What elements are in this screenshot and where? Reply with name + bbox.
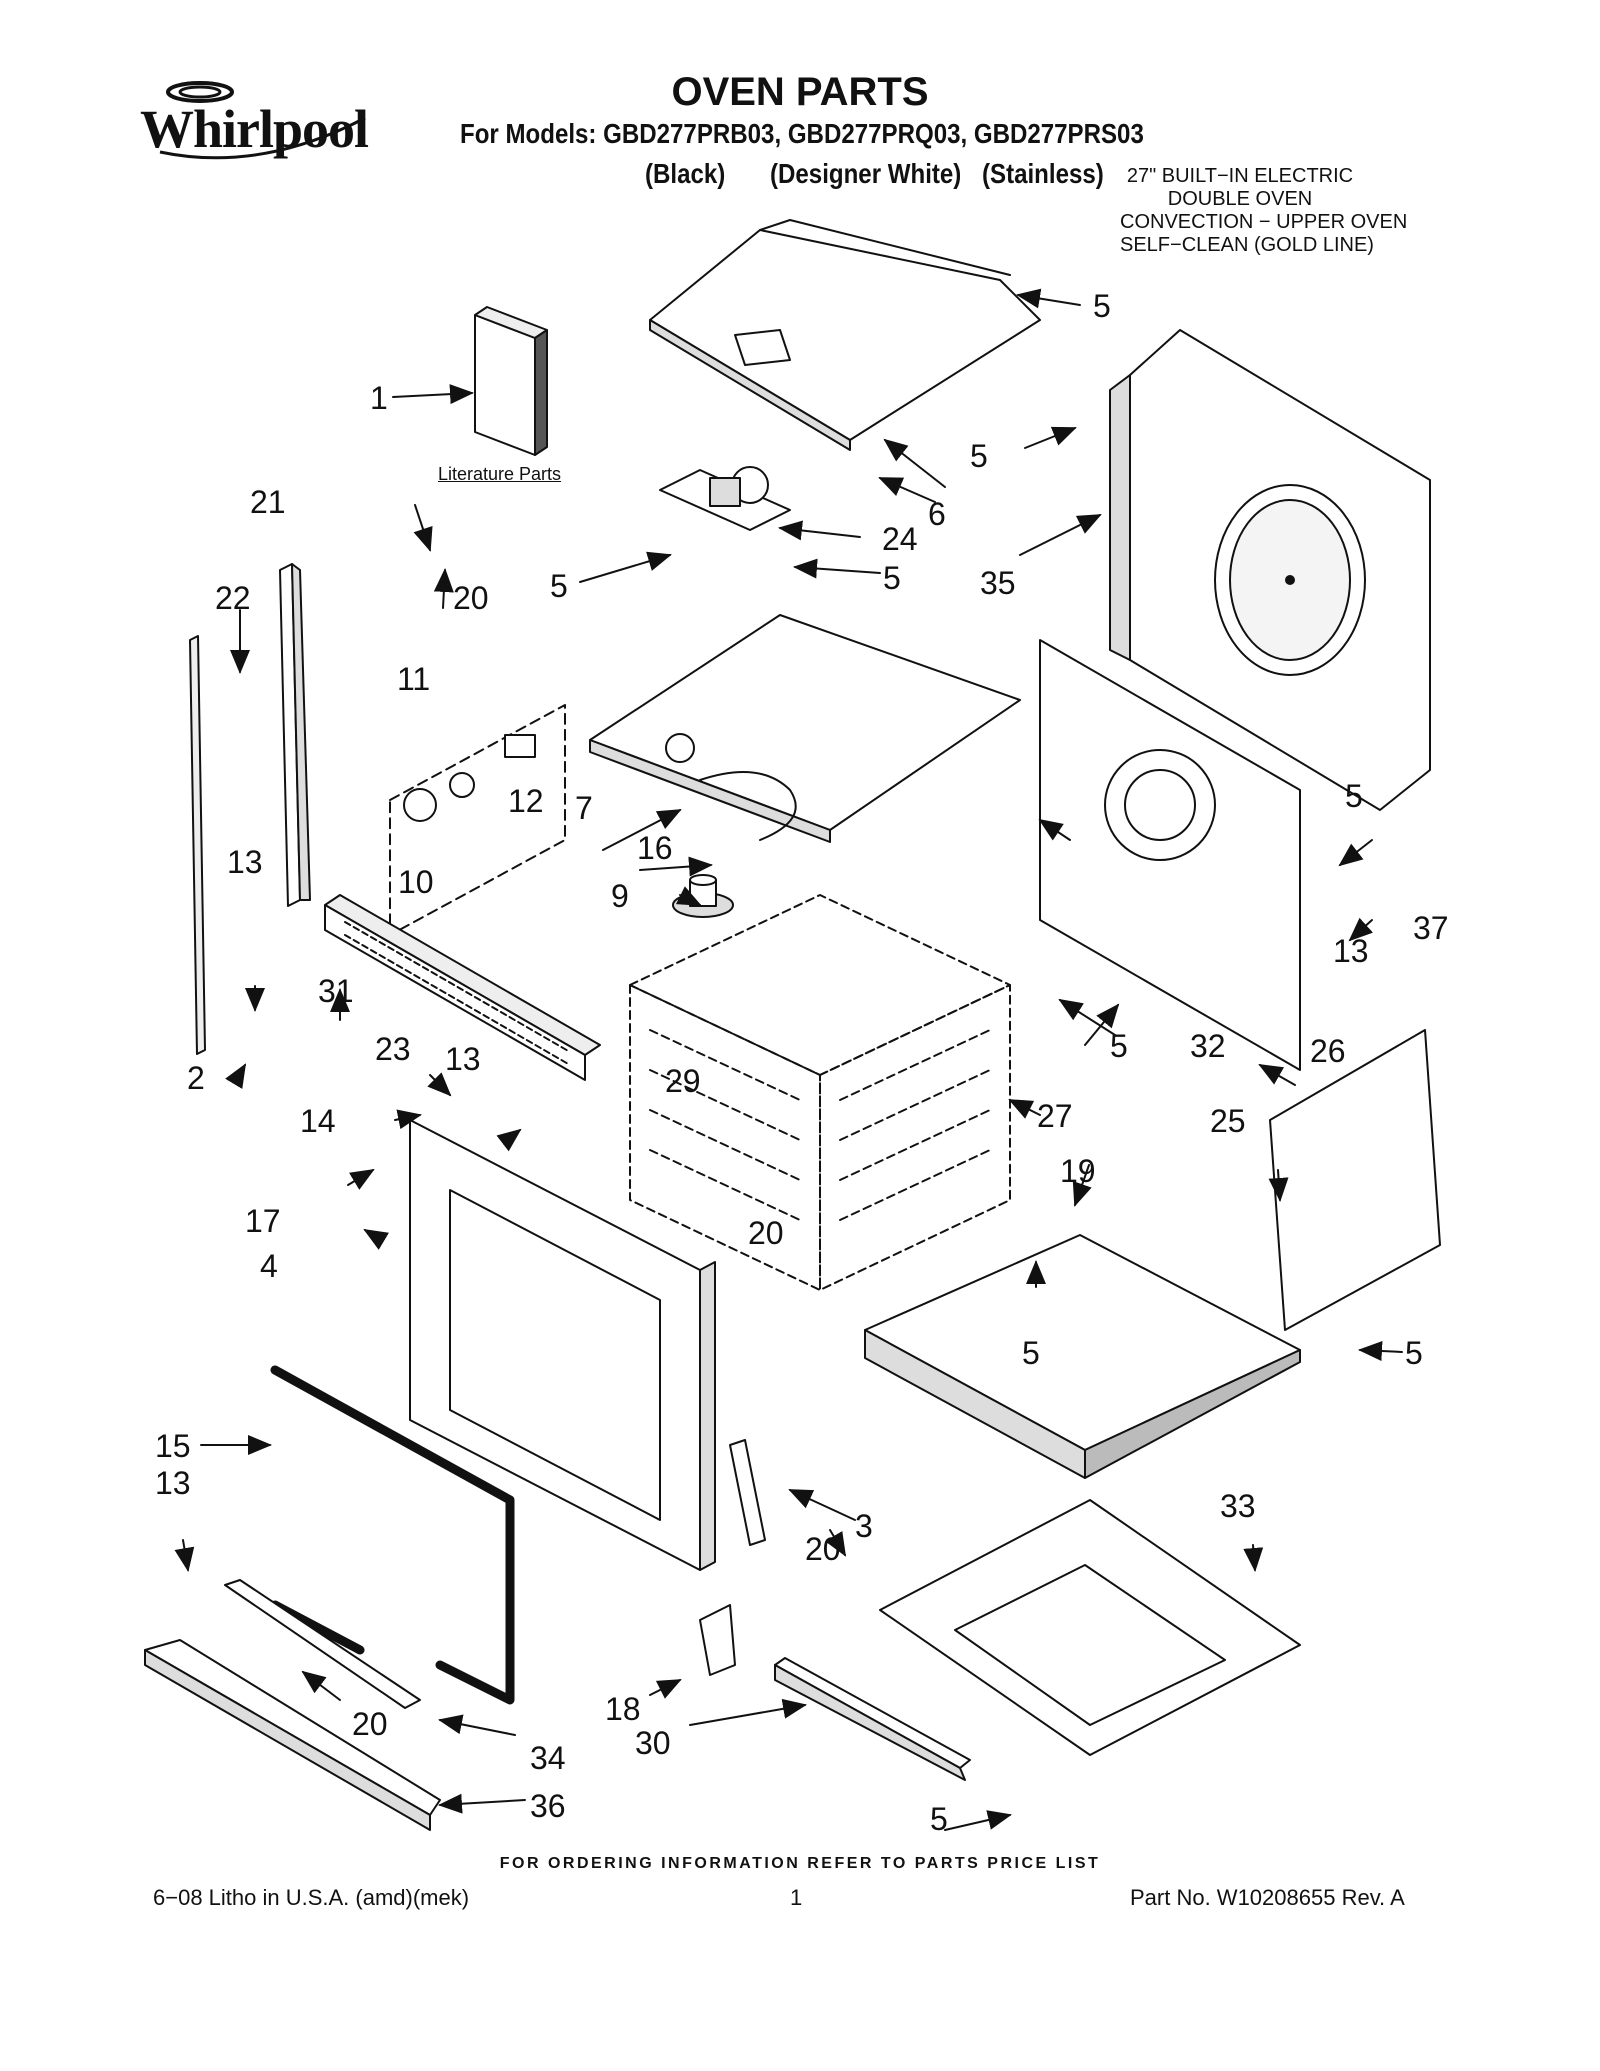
callout-3: 3 [855, 1508, 873, 1544]
variant-designer-white: (Designer White) [770, 158, 962, 189]
callout-13: 13 [227, 844, 263, 880]
variant-black: (Black) [645, 158, 726, 189]
brand-name: Whirlpool [140, 99, 369, 159]
callout-5: 5 [1345, 778, 1363, 814]
callout-5: 5 [883, 560, 901, 596]
callout-5: 5 [1405, 1335, 1423, 1371]
callout-5: 5 [1093, 288, 1111, 324]
description-line: SELF−CLEAN (GOLD LINE) [1120, 234, 1374, 256]
callout-23: 23 [375, 1031, 411, 1067]
callout-17: 17 [245, 1203, 281, 1239]
callout-37: 37 [1413, 910, 1449, 946]
hinge-brackets [699, 1439, 766, 1676]
callout-33: 33 [1220, 1488, 1256, 1524]
variant-stainless: (Stainless) [982, 158, 1104, 189]
callout-34: 34 [530, 1740, 566, 1776]
literature-booklet [474, 306, 548, 456]
callout-13: 13 [445, 1041, 481, 1077]
callout-20: 20 [748, 1215, 784, 1251]
callout-30: 30 [635, 1725, 671, 1761]
callout-5: 5 [970, 438, 988, 474]
literature-parts-label: Literature Parts [438, 464, 562, 484]
callout-2: 2 [187, 1060, 205, 1096]
logo-swirl-icon [159, 81, 366, 160]
callout-13: 13 [1333, 933, 1369, 969]
callout-32: 32 [1190, 1028, 1226, 1064]
side-panel-right [1039, 639, 1301, 1071]
callout-31: 31 [318, 973, 354, 1009]
callout-24: 24 [882, 521, 918, 557]
callout-6: 6 [928, 496, 946, 532]
callout-20: 20 [805, 1531, 841, 1567]
callout-10: 10 [398, 864, 434, 900]
callout-1: 1 [370, 380, 388, 416]
callout-18: 18 [605, 1691, 641, 1727]
cavity-top [589, 614, 1021, 843]
side-panel-back [1269, 1029, 1441, 1331]
callout-36: 36 [530, 1788, 566, 1824]
models-line: For Models: GBD277PRB03, GBD277PRQ03, GB… [460, 118, 1144, 149]
description-line: DOUBLE OVEN [1167, 188, 1313, 210]
callout-4: 4 [260, 1248, 278, 1284]
callout-13: 13 [155, 1465, 191, 1501]
bottom-pan [879, 1499, 1301, 1756]
callout-15: 15 [155, 1428, 191, 1464]
cutout-bracket [659, 466, 791, 531]
leader-arrows [174, 288, 1403, 1831]
vent-grille [324, 894, 601, 1081]
callout-29: 29 [665, 1063, 701, 1099]
callout-5: 5 [1022, 1335, 1040, 1371]
top-shield [649, 219, 1041, 451]
description-line: CONVECTION − UPPER OVEN [1120, 211, 1408, 233]
callout-12: 12 [508, 783, 544, 819]
page-title: OVEN PARTS [671, 70, 929, 114]
side-trim-left [189, 563, 311, 1055]
front-frame [409, 1119, 716, 1571]
oven-cavity [629, 894, 1011, 1291]
callout-7: 7 [575, 790, 593, 826]
callout-5: 5 [1110, 1028, 1128, 1064]
callout-19: 19 [1060, 1153, 1096, 1189]
footer-page-number: 1 [790, 1885, 803, 1910]
footer-litho: 6−08 Litho in U.S.A. (amd)(mek) [153, 1885, 470, 1910]
callout-5: 5 [550, 568, 568, 604]
callout-26: 26 [1310, 1033, 1346, 1069]
bottom-shelf [864, 1234, 1301, 1479]
description-line: 27" BUILT−IN ELECTRIC [1126, 165, 1354, 187]
callout-5: 5 [930, 1801, 948, 1837]
callout-27: 27 [1037, 1098, 1073, 1134]
product-description: 27" BUILT−IN ELECTRIC DOUBLE OVEN CONVEC… [1120, 165, 1408, 257]
rear-panel [1109, 329, 1431, 811]
callout-20: 20 [453, 580, 489, 616]
callout-11: 11 [397, 661, 431, 697]
callout-14: 14 [300, 1103, 336, 1139]
whirlpool-logo: Whirlpool [140, 78, 370, 168]
footer-part-number: Part No. W10208655 Rev. A [1130, 1885, 1405, 1910]
callout-35: 35 [980, 565, 1016, 601]
callout-20: 20 [352, 1706, 388, 1742]
callout-22: 22 [215, 580, 251, 616]
ordering-note: FOR ORDERING INFORMATION REFER TO PARTS … [499, 1855, 1101, 1872]
bottom-trim [144, 1579, 441, 1831]
switch-assembly [389, 704, 566, 936]
callout-21: 21 [250, 484, 286, 520]
front-support [774, 1657, 971, 1781]
callout-9: 9 [611, 878, 629, 914]
callout-16: 16 [637, 830, 673, 866]
callout-25: 25 [1210, 1103, 1246, 1139]
